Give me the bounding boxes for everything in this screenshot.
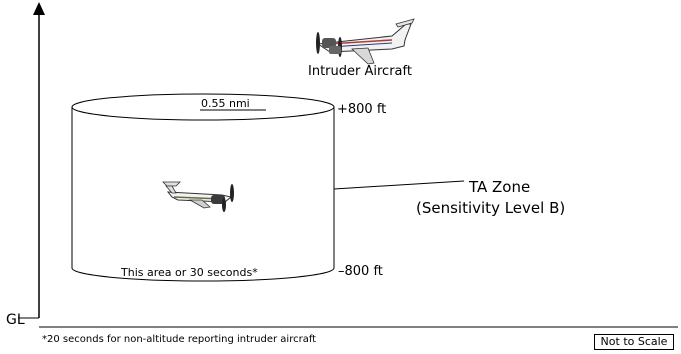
footnote: *20 seconds for non-altitude reporting i… xyxy=(42,334,316,345)
not-to-scale-box: Not to Scale xyxy=(594,334,674,350)
axis-arrowhead xyxy=(33,2,45,15)
area-note: This area or 30 seconds* xyxy=(120,266,258,279)
zone-title: TA Zone xyxy=(468,178,530,196)
cylinder-bottom xyxy=(71,267,335,282)
intruder-aircraft-icon xyxy=(316,18,415,65)
bottom-altitude-label: –800 ft xyxy=(338,264,383,279)
ground-label: GL xyxy=(6,312,25,328)
ta-zone-cylinder xyxy=(71,93,335,282)
top-altitude-label: +800 ft xyxy=(337,102,386,117)
intruder-label: Intruder Aircraft xyxy=(308,64,412,79)
zone-subtitle: (Sensitivity Level B) xyxy=(416,199,565,217)
zone-leader-line xyxy=(333,180,465,190)
radius-label: 0.55 nmi xyxy=(201,97,250,110)
own-aircraft-icon xyxy=(162,181,234,212)
